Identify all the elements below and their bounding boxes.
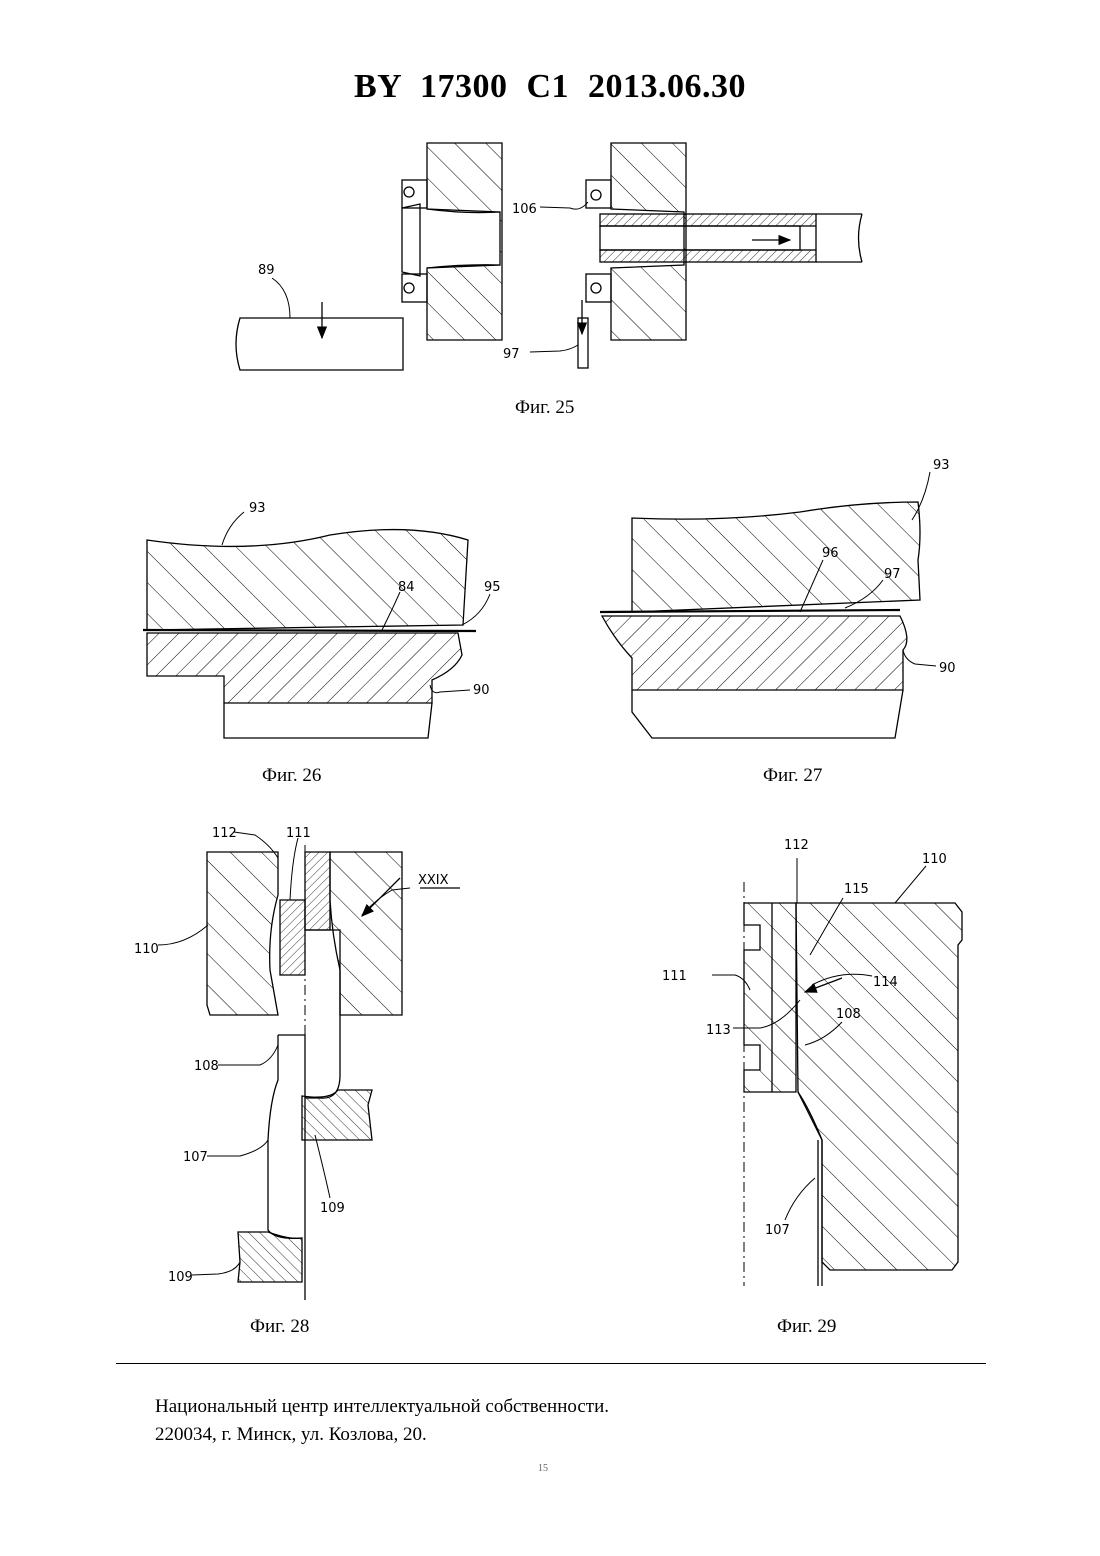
fig29-label-111: 111 [662,969,687,984]
footer-address: Национальный центр интеллектуальной собс… [155,1393,609,1449]
fig27-label-90: 90 [939,661,956,676]
figure-29 [712,858,962,1286]
fig29-label-107: 107 [765,1223,790,1238]
fig28-label-109-upper: 109 [320,1201,345,1216]
fig29-caption: Фиг. 29 [777,1316,836,1337]
fig27-label-93: 93 [933,458,950,473]
fig29-label-108: 108 [836,1007,861,1022]
fig25-label-106: 106 [512,202,537,217]
fig29-label-112: 112 [784,838,809,853]
fig29-label-113: 113 [706,1023,731,1038]
fig26-label-90: 90 [473,683,490,698]
fig29-label-110: 110 [922,852,947,867]
fig25-label-89: 89 [258,263,275,278]
fig28-label-112: 112 [212,826,237,841]
fig29-label-114: 114 [873,975,898,990]
fig28-label-111: 111 [286,826,311,841]
figure-27 [600,472,936,738]
fig25-caption: Фиг. 25 [515,397,574,418]
figure-26 [143,512,490,738]
page-number: 15 [538,1463,548,1474]
fig25-label-97: 97 [503,347,520,362]
footer-line-1: Национальный центр интеллектуальной собс… [155,1393,609,1421]
fig29-label-115: 115 [844,882,869,897]
fig26-caption: Фиг. 26 [262,765,321,786]
fig28-label-107: 107 [183,1150,208,1165]
fig27-label-96: 96 [822,546,839,561]
figure-25 [236,143,862,370]
fig26-label-95: 95 [484,580,501,595]
footer-divider [116,1363,986,1364]
fig28-caption: Фиг. 28 [250,1316,309,1337]
fig26-label-93: 93 [249,501,266,516]
fig26-label-84: 84 [398,580,415,595]
fig28-label-108: 108 [194,1059,219,1074]
fig27-label-97: 97 [884,567,901,582]
fig28-label-109-lower: 109 [168,1270,193,1285]
fig28-label-xxix: XXIX [418,873,449,888]
footer-line-2: 220034, г. Минск, ул. Козлова, 20. [155,1421,609,1449]
fig28-label-110: 110 [134,942,159,957]
fig27-caption: Фиг. 27 [763,765,822,786]
